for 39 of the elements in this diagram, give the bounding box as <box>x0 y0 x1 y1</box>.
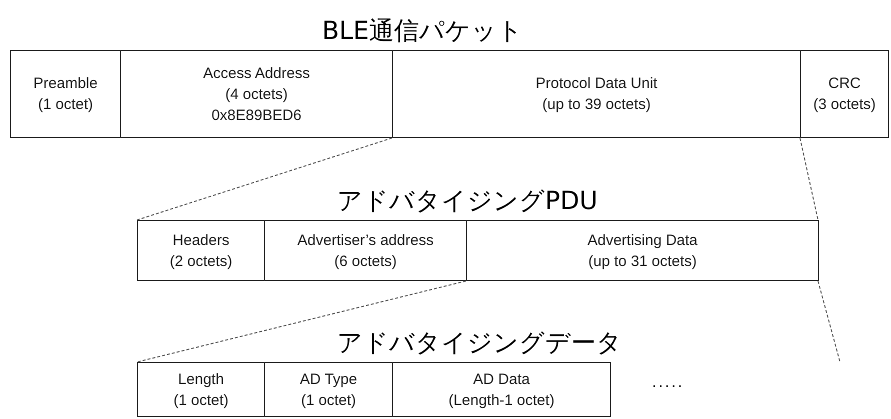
field-text: Access Address <box>203 64 310 84</box>
continuation-dots: ..... <box>652 374 684 392</box>
field-cell <box>392 362 611 417</box>
field-text: (up to 39 octets) <box>542 95 651 115</box>
row-heading: BLE通信パケット <box>322 15 523 47</box>
field-cell <box>10 50 121 138</box>
zoom-guide-line <box>818 280 840 362</box>
zoom-guide-line <box>136 138 392 220</box>
field-cell <box>264 362 393 417</box>
field-text: Protocol Data Unit <box>536 74 658 94</box>
field-cell <box>120 50 393 138</box>
field-text: Advertising Data <box>587 230 698 250</box>
field-text: Length <box>178 370 224 390</box>
field-text: (2 octets) <box>170 252 232 272</box>
field-text: (1 octet) <box>300 390 356 410</box>
field-text: (4 octets) <box>225 84 288 104</box>
field-text: (up to 31 octets) <box>588 252 697 272</box>
field-text: CRC <box>828 74 861 94</box>
field-text: (6 octets) <box>334 252 397 272</box>
field-text: (Length-1 octet) <box>448 390 554 410</box>
field-text: AD Data <box>473 370 530 390</box>
field-cell <box>137 362 265 417</box>
field-text: Preamble <box>33 74 98 94</box>
zoom-guide-line <box>136 280 466 362</box>
field-cell <box>264 220 467 281</box>
field-cell <box>137 220 265 281</box>
field-cell <box>392 50 801 138</box>
field-cell <box>466 220 819 281</box>
field-text: 0x8E89BED6 <box>211 106 302 126</box>
field-text: (1 octet) <box>38 95 94 115</box>
field-text: (1 octet) <box>173 390 229 410</box>
field-text: Headers <box>172 230 230 250</box>
row-heading: アドバタイジングデータ <box>337 327 622 359</box>
field-text: Advertiser’s address <box>297 230 434 250</box>
row-heading: アドバタイジングPDU <box>337 185 598 217</box>
zoom-guide-line <box>800 138 818 220</box>
field-text: AD Type <box>300 370 358 390</box>
field-cell <box>800 50 889 138</box>
field-text: (3 octets) <box>813 95 876 115</box>
